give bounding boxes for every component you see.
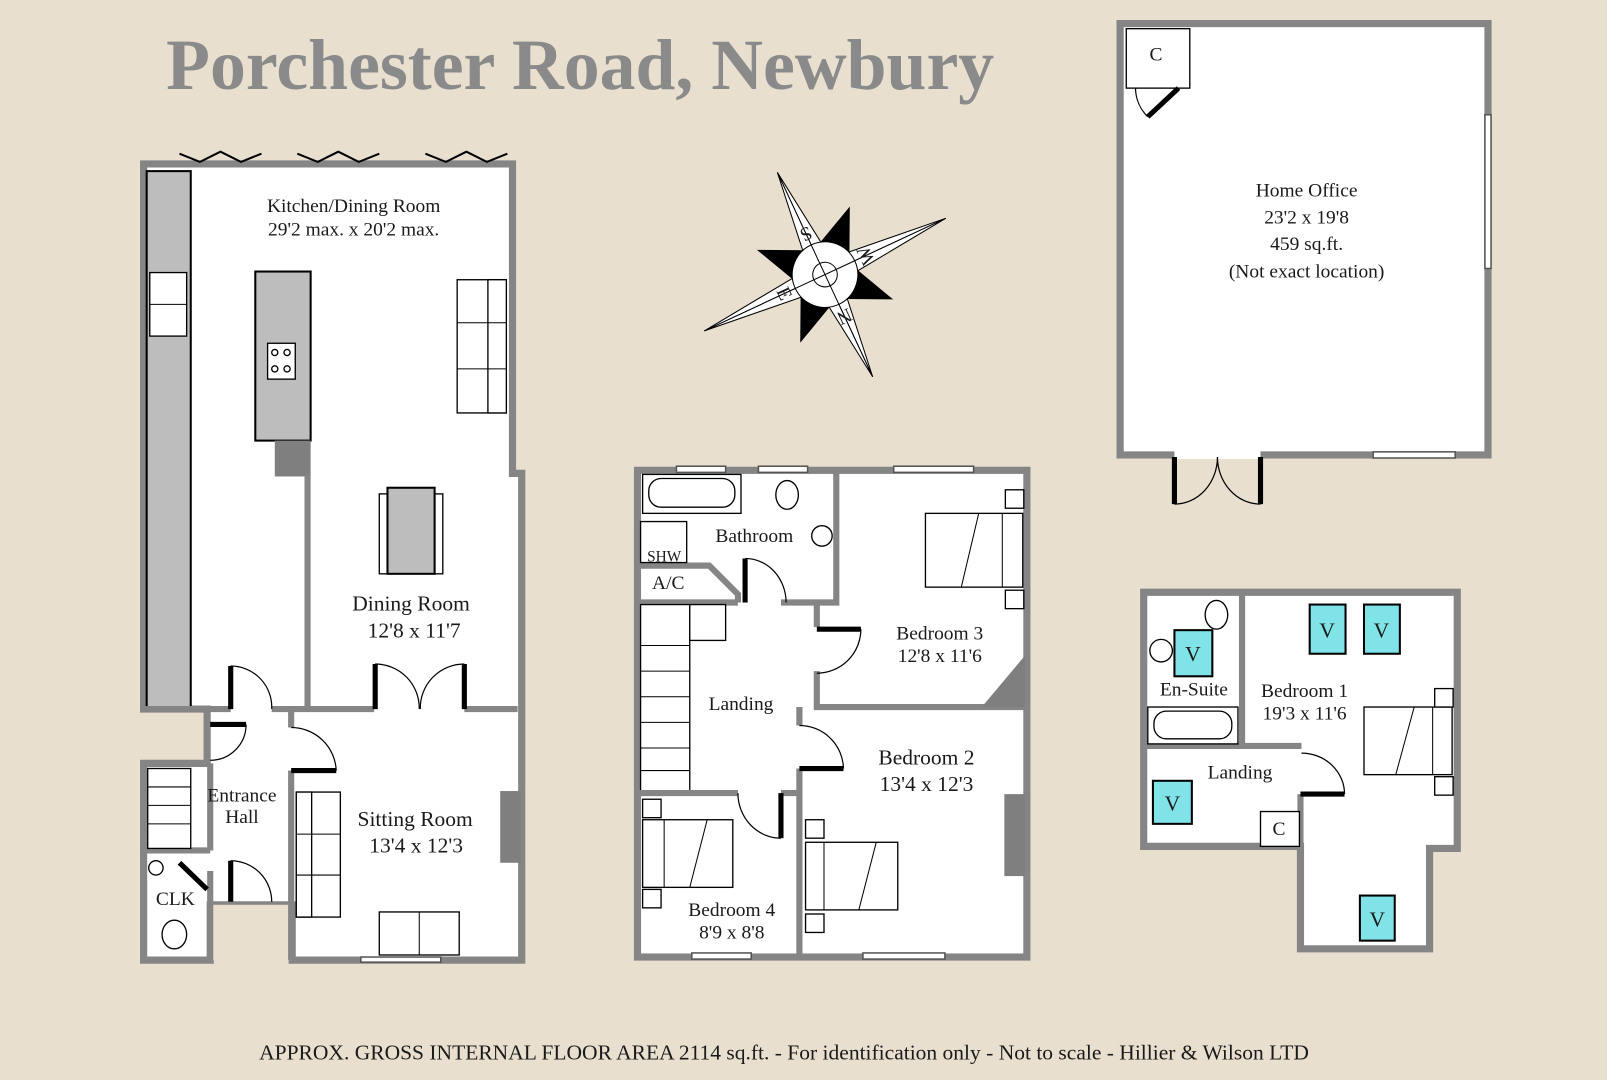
shower-label: SHW [647,549,682,566]
airing-cupboard-label: A/C [652,573,684,594]
bifold-door [425,150,508,164]
velux-label: V [1370,907,1386,931]
room-label-entrance-2: Hall [225,807,259,828]
room-label-bedroom-1: Bedroom 1 [1261,681,1348,702]
room-size-sitting: 13'4 x 12'3 [369,834,463,858]
room-label-landing: Landing [709,694,774,715]
window [1484,113,1492,270]
room-area-home-office: 459 sq.ft. [1270,234,1343,255]
room-label-kitchen: Kitchen/Dining Room [267,196,440,217]
room-note-home-office: (Not exact location) [1229,262,1385,283]
bed-icon [804,819,899,934]
velux-window [1151,603,1401,942]
kitchen-counter [145,170,192,709]
bed-icon [1363,687,1454,796]
porch [210,904,293,961]
toilet-icon [161,919,188,950]
room-size-bedroom-4: 8'9 x 8'8 [699,923,764,944]
shower-icon [639,520,688,564]
toilet-icon [775,479,800,510]
footer-disclaimer: APPROX. GROSS INTERNAL FLOOR AREA 2114 s… [259,1041,1309,1065]
armchairs-icon [378,911,460,956]
window [1372,451,1456,459]
room-label-bedroom-4: Bedroom 4 [688,900,775,921]
toilet-icon [1204,599,1229,630]
hob-icon [266,342,296,380]
basin-icon [148,860,164,876]
window [360,956,442,963]
room-size-bedroom-1: 19'3 x 11'6 [1263,703,1347,724]
room-label-landing-2: Landing [1208,763,1273,784]
cupboard-label: C [1272,819,1285,840]
room-label-home-office: Home Office [1256,181,1358,202]
stairs-icon [147,767,192,850]
room-label-bedroom-2: Bedroom 2 [878,745,974,769]
office-cupboard [1125,28,1191,89]
bed-icon [641,798,734,909]
bifold-door [296,150,380,164]
room-size-kitchen: 29'2 max. x 20'2 max. [268,220,439,241]
basin-icon [1149,638,1174,663]
room-label-ensuite: En-Suite [1160,680,1228,701]
chimney-breast [500,791,521,863]
room-label-entrance: Entrance [207,785,276,806]
room-label-bathroom: Bathroom [715,526,793,547]
sofa-icon [456,279,508,414]
velux-label: V [1185,642,1201,666]
velux-label: V [1319,618,1335,642]
page-title: Porchester Road, Newbury [166,25,994,105]
basin-icon [811,524,833,547]
room-size-dining: 12'8 x 11'7 [368,618,461,642]
room-size-bedroom-2: 13'4 x 12'3 [880,772,974,796]
room-size-home-office: 23'2 x 19'8 [1264,207,1349,228]
ground-floor: Kitchen/Dining Room 29'2 max. x 20'2 max… [140,150,526,964]
sofa-icon [295,791,342,918]
velux-label: V [1374,618,1390,642]
first-floor: SHW A/C Bathroom Bedroom 3 12'8 x 11'6 [633,465,1031,961]
second-floor: C V V V V V En-Suite Bedroom 1 19'3 x 11… [1140,588,1461,953]
velux-label: V [1165,792,1181,816]
room-size-bedroom-3: 12'8 x 11'6 [898,646,982,667]
room-label-bedroom-3: Bedroom 3 [896,623,983,644]
compass-icon: S N E W [704,172,947,378]
stairs-icon [639,603,727,792]
landing-cupboard [1259,810,1301,848]
room-label-clk: CLK [156,889,195,910]
bifold-door [179,150,262,164]
room-label-dining: Dining Room [352,592,470,616]
room-label-sitting: Sitting Room [358,807,474,831]
bed-icon [924,489,1025,610]
cupboard-label: C [1149,44,1162,65]
dining-table-icon [378,486,444,575]
home-office: C Home Office 23'2 x 19'8 459 sq.ft. (No… [1116,19,1492,505]
